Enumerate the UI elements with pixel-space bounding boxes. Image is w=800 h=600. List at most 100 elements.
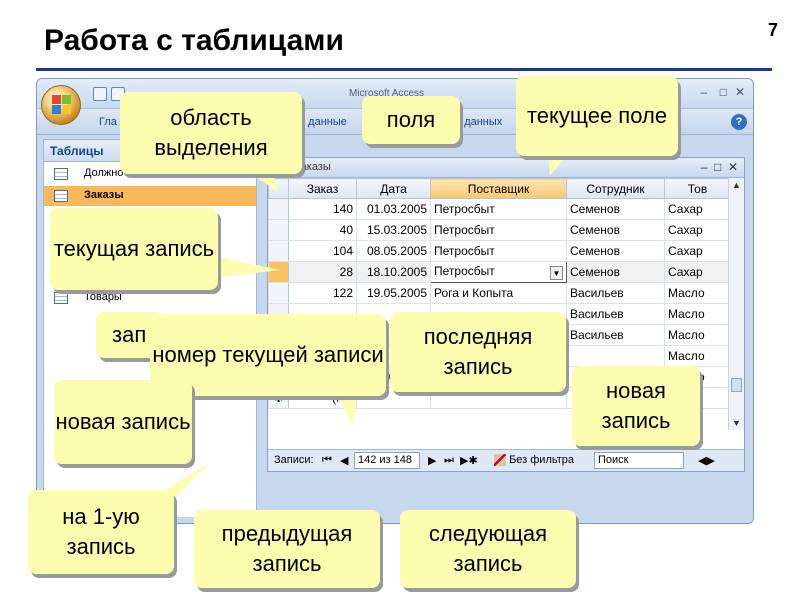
minimize-button[interactable]: – <box>700 85 707 99</box>
record-number-input[interactable]: 142 из 148 <box>354 452 420 469</box>
table-cell[interactable]: 08.05.2005 <box>356 240 431 262</box>
table-cell[interactable]: Масло <box>664 345 731 367</box>
table-cell[interactable]: Семенов <box>566 261 665 283</box>
callout-pointer <box>214 256 280 278</box>
tab-database-tools[interactable]: и данных <box>455 116 503 128</box>
new-record-button[interactable]: ▶✱ <box>460 455 478 467</box>
search-input[interactable]: Поиск <box>594 452 684 469</box>
nav-item-label: Должно <box>84 167 124 179</box>
record-selector[interactable] <box>268 219 289 241</box>
table-cell[interactable]: Петросбыт <box>430 219 567 241</box>
scroll-thumb[interactable] <box>731 378 742 392</box>
table-cell[interactable]: Васильев <box>566 324 665 346</box>
table-icon <box>54 292 68 304</box>
table-cell[interactable]: 28 <box>288 261 357 283</box>
table-cell[interactable]: 104 <box>288 240 357 262</box>
table-cell[interactable]: 19.05.2005 <box>356 282 431 304</box>
table-cell[interactable]: Семенов <box>566 240 665 262</box>
scroll-up-icon[interactable]: ▲ <box>732 180 741 190</box>
table-cell[interactable]: 15.03.2005 <box>356 219 431 241</box>
callout-selection-area: область выделения <box>120 92 302 174</box>
table-cell[interactable]: Рога и Копыта <box>430 282 567 304</box>
callout-pointer <box>548 150 570 176</box>
callout-fields: поля <box>362 96 460 144</box>
table-cell[interactable]: Сахар <box>664 219 731 241</box>
tab-external-data[interactable]: е данные <box>299 116 347 128</box>
table-cell[interactable]: 01.03.2005 <box>356 198 431 220</box>
column-header[interactable]: Заказ <box>288 178 357 199</box>
nav-item-orders[interactable]: Заказы <box>44 186 256 206</box>
callout-current-field: текущее поле <box>516 76 678 156</box>
office-button[interactable] <box>41 85 81 125</box>
status-bar <box>37 517 753 523</box>
scroll-down-icon[interactable]: ▼ <box>732 418 741 428</box>
records-label: Записи: <box>274 454 314 466</box>
dropdown-arrow-icon[interactable]: ▼ <box>550 266 563 280</box>
callout-first-record: на 1-ую запись <box>28 490 174 574</box>
vertical-scrollbar[interactable]: ▲ ▼ <box>728 178 744 430</box>
slide-number: 7 <box>767 20 778 40</box>
close-button[interactable]: ✕ <box>734 85 745 99</box>
cell-value: Петросбыт <box>434 264 495 278</box>
column-header[interactable]: Тов <box>664 178 731 199</box>
table-cell[interactable]: 18.10.2005 <box>356 261 431 283</box>
table-cell[interactable]: Петросбыт <box>430 240 567 262</box>
nav-item-label: Заказы <box>84 189 124 201</box>
prev-record-button[interactable]: ◀ <box>340 455 349 467</box>
callout-new-record-left: новая запись <box>54 380 192 464</box>
table-cell[interactable]: Масло <box>664 303 731 325</box>
table-cell[interactable]: 40 <box>288 219 357 241</box>
table-cell[interactable]: Сахар <box>664 261 731 283</box>
record-navigator: Записи: ⏮ ◀ 142 из 148 ▶ ⏭ ▶✱ Без фильтр… <box>268 449 744 471</box>
office-logo-icon <box>52 95 72 115</box>
callout-pointer <box>242 168 278 192</box>
first-record-button[interactable]: ⏮ <box>322 454 332 466</box>
tab-home[interactable]: Гла <box>99 116 117 128</box>
column-header[interactable]: Сотрудник <box>566 178 665 199</box>
table-window-controls[interactable]: – □ ✕ <box>700 160 738 174</box>
nav-item-positions[interactable]: Должно <box>44 164 256 184</box>
filter-icon <box>494 454 506 467</box>
callout-current-record: текущая запись <box>50 208 218 290</box>
filter-toggle[interactable]: Без фильтра <box>494 454 574 467</box>
record-selector[interactable] <box>268 198 289 220</box>
table-cell[interactable]: Васильев <box>566 303 665 325</box>
table-cell[interactable]: ▼ Петросбыт <box>430 261 567 283</box>
column-header[interactable]: Поставщик <box>430 178 567 199</box>
next-record-button[interactable]: ▶ <box>428 455 437 467</box>
table-cell[interactable]: Петросбыт <box>430 198 567 220</box>
help-icon[interactable]: ? <box>731 114 747 130</box>
record-selector[interactable] <box>268 282 289 304</box>
callout-new-record-right: новая запись <box>572 366 700 446</box>
record-selector[interactable] <box>268 240 289 262</box>
window-title: Microsoft Access <box>349 88 425 99</box>
table-window-title: Заказы <box>268 158 744 178</box>
table-cell[interactable]: 122 <box>288 282 357 304</box>
nav-item-label: Товары <box>84 291 122 303</box>
save-icon[interactable] <box>93 87 107 101</box>
callout-last-record: последняя запись <box>390 312 566 392</box>
table-cell[interactable]: Масло <box>664 324 731 346</box>
table-cell[interactable]: Васильев <box>566 282 665 304</box>
last-record-button[interactable]: ⏭ <box>444 454 454 466</box>
table-cell[interactable]: Семенов <box>566 219 665 241</box>
maximize-button[interactable]: □ <box>719 85 727 99</box>
callout-previous-record: предыдущая запись <box>194 510 380 588</box>
table-icon <box>54 168 68 180</box>
table-cell[interactable]: 140 <box>288 198 357 220</box>
nav-item-products[interactable]: Товары <box>44 288 256 308</box>
table-cell[interactable]: Масло <box>664 282 731 304</box>
table-cell[interactable]: Сахар <box>664 198 731 220</box>
hscroll-arrows-icon[interactable]: ◀▶ <box>698 455 715 467</box>
column-header[interactable]: Дата <box>356 178 431 199</box>
table-cell[interactable] <box>566 345 665 367</box>
table-cell[interactable]: Семенов <box>566 198 665 220</box>
record-selector[interactable] <box>268 261 289 283</box>
table-cell[interactable]: Сахар <box>664 240 731 262</box>
